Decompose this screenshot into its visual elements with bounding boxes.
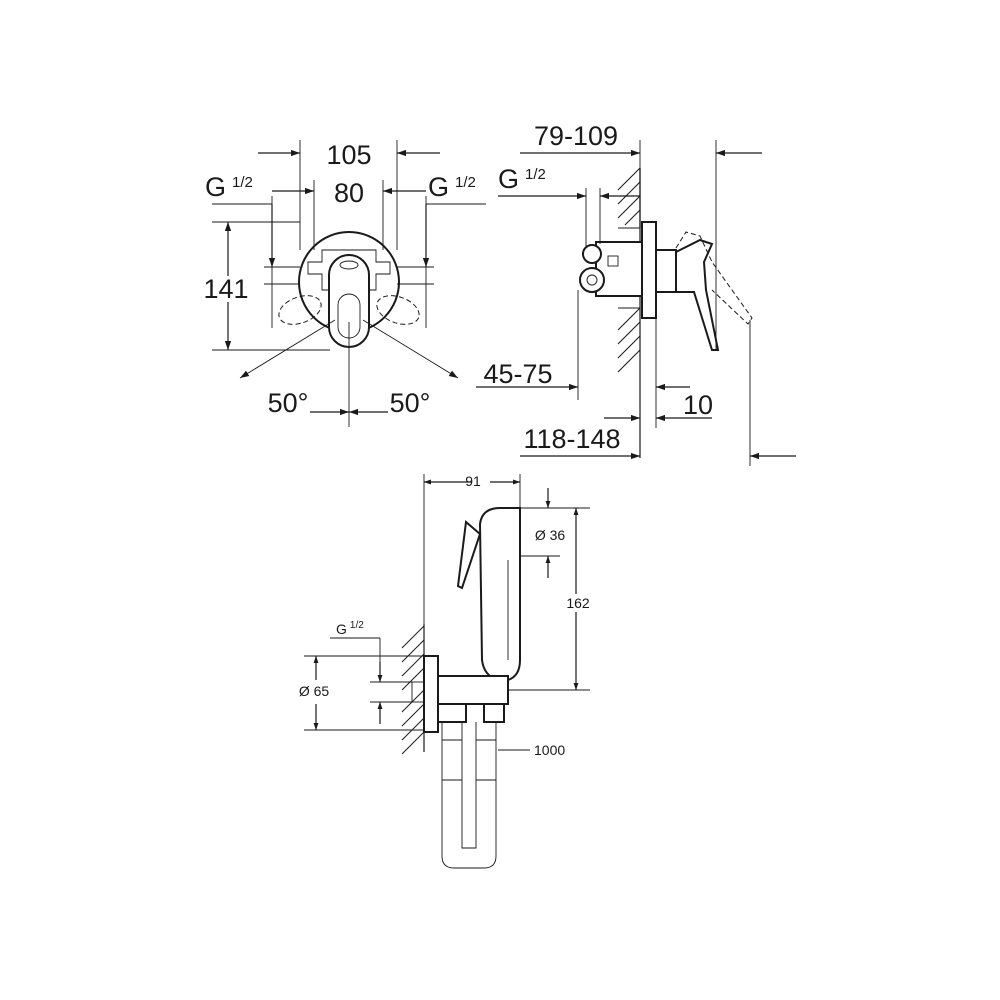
wall-hatch-lower — [401, 625, 425, 755]
front-lever-logo — [339, 260, 359, 270]
spray-trigger — [456, 520, 482, 590]
side-lever — [675, 238, 720, 351]
dim-hose-length: 1000 — [534, 742, 565, 758]
concealed-body — [595, 241, 643, 297]
dim-head-diameter: Ø 36 — [535, 527, 566, 543]
wall-elbow-rosette — [423, 655, 439, 733]
hose-nut — [437, 703, 467, 723]
dim-length: 162 — [566, 595, 590, 611]
wall-elbow-body — [437, 675, 509, 705]
dim-rosette-diameter: Ø 65 — [299, 683, 330, 699]
dim-total-depth: 118-148 — [523, 424, 620, 454]
dim-inner-width: 80 — [334, 178, 364, 208]
connector-lower — [579, 267, 605, 293]
wall-plate — [641, 221, 657, 319]
dim-projection: 79-109 — [534, 121, 618, 151]
angle-right: 50° — [390, 388, 431, 418]
angle-left: 50° — [268, 388, 309, 418]
side-lever-alt — [675, 231, 753, 325]
dim-plate: 10 — [683, 390, 713, 420]
front-cartridge — [307, 249, 391, 291]
dim-install-depth: 45-75 — [483, 359, 552, 389]
concealed-cartridge — [655, 249, 677, 293]
connector-upper — [582, 244, 602, 264]
wall-hatch-top — [617, 167, 641, 226]
lever-swing-right — [376, 295, 420, 325]
dim-width: 91 — [465, 473, 481, 489]
holder-nut — [483, 703, 505, 723]
dim-overall-width: 105 — [326, 140, 371, 170]
dim-height: 141 — [203, 274, 248, 304]
spray-head — [478, 507, 521, 681]
lever-swing-left — [278, 295, 322, 325]
wall-hatch-bottom — [617, 307, 641, 373]
hose — [441, 722, 497, 869]
